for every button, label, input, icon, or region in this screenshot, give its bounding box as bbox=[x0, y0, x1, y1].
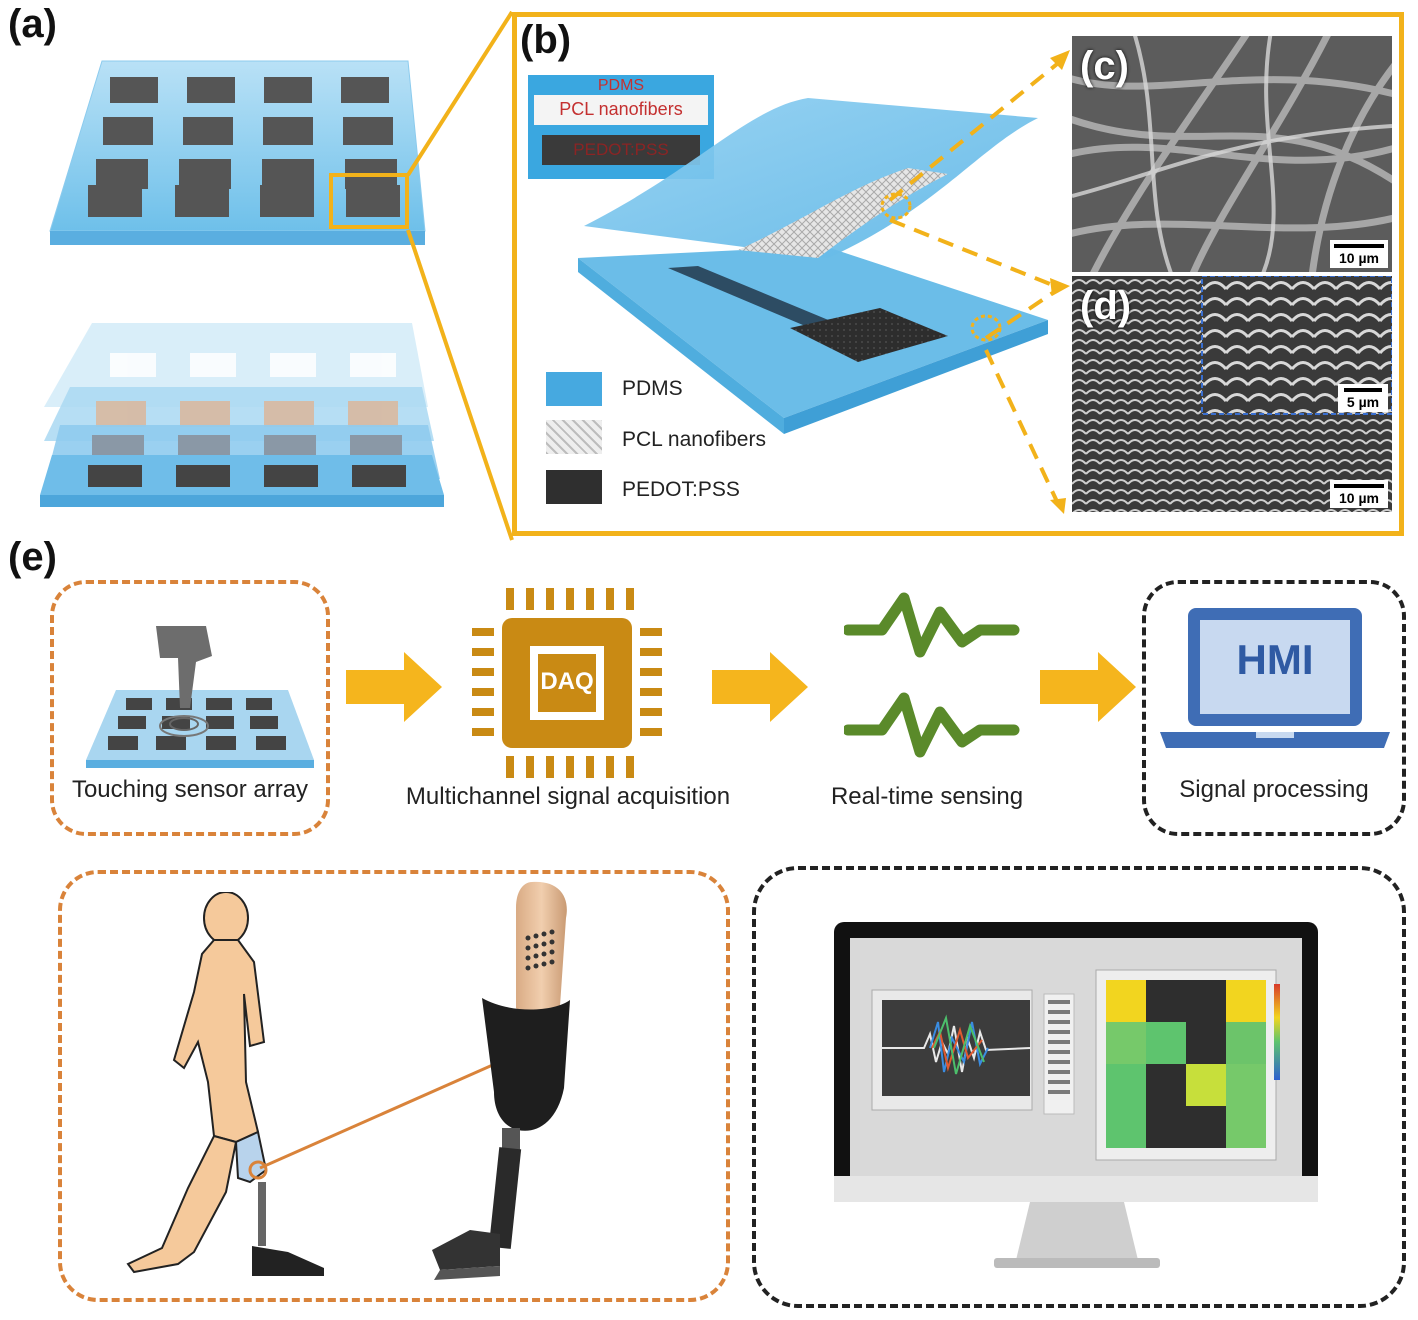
legend-pcl-swatch bbox=[546, 420, 602, 454]
panel-label-b: (b) bbox=[520, 18, 572, 62]
layer-stack-inset: PDMS PCL nanofibers PEDOT:PSS bbox=[528, 75, 714, 179]
sensor-array-top-view bbox=[49, 60, 426, 245]
legend-pcl-label: PCL nanofibers bbox=[622, 428, 766, 451]
legend-pedot-label: PEDOT:PSS bbox=[622, 478, 740, 501]
hand-icon bbox=[156, 626, 212, 737]
panel-b-frame bbox=[512, 12, 1404, 536]
inset-pedot-label: PEDOT:PSS bbox=[573, 140, 669, 159]
prosthetic-socket-icon bbox=[234, 1130, 324, 1276]
legend-pedot-swatch bbox=[546, 470, 602, 504]
sensor-device-3d bbox=[578, 98, 1048, 434]
panel-label-d: (d) bbox=[1080, 284, 1132, 328]
scale-bar-c: 10 µm bbox=[1330, 240, 1388, 268]
inset-pdms-label: PDMS bbox=[597, 77, 645, 94]
inset-pedot-layer: PEDOT:PSS bbox=[542, 135, 700, 165]
walking-person-illustration bbox=[126, 892, 324, 1276]
sensing-caption: Real-time sensing bbox=[830, 783, 1024, 810]
scale-bar-d-inset: 5 µm bbox=[1338, 384, 1388, 412]
panel-label-a: (a) bbox=[8, 2, 57, 46]
flow-arrow-3 bbox=[1040, 652, 1136, 722]
daq-chip-icon bbox=[472, 588, 662, 778]
zoom-connector bbox=[406, 10, 514, 541]
sensor-array-exploded-view bbox=[40, 323, 444, 507]
hmi-box bbox=[1142, 580, 1406, 836]
hmi-screen-label: HMI bbox=[1236, 636, 1314, 683]
monitor-display-box bbox=[752, 866, 1406, 1308]
daq-chip-label: DAQ bbox=[540, 668, 594, 695]
prosthetic-leg-illustration bbox=[432, 881, 570, 1280]
legend-pdms-label: PDMS bbox=[622, 377, 683, 400]
sensor-array-box bbox=[50, 580, 330, 836]
laptop-icon bbox=[1160, 608, 1390, 748]
scale-bar-d-inset-label: 5 µm bbox=[1346, 394, 1380, 410]
realtime-waveform-icon bbox=[844, 592, 1020, 758]
electrode-grid bbox=[88, 77, 400, 217]
inset-pcl-layer: PCL nanofibers bbox=[534, 95, 708, 125]
sensor-array-caption: Touching sensor array bbox=[71, 776, 309, 803]
flow-arrow-1 bbox=[346, 652, 442, 722]
sem-image-c bbox=[1072, 36, 1392, 272]
sem-dashed-arrows bbox=[888, 50, 1070, 514]
daq-caption: Multichannel signal acquisition bbox=[405, 783, 731, 810]
touching-sensor-illustration bbox=[86, 626, 314, 768]
desktop-monitor bbox=[834, 922, 1318, 1268]
scale-bar-c-label: 10 µm bbox=[1339, 250, 1379, 266]
flow-arrow-2 bbox=[712, 652, 808, 722]
panel-label-e: (e) bbox=[8, 535, 57, 579]
inset-pcl-label: PCL nanofibers bbox=[559, 99, 683, 119]
legend-pdms-swatch bbox=[546, 372, 602, 406]
panel-label-c: (c) bbox=[1080, 44, 1129, 88]
prosthetic-application-box bbox=[58, 870, 730, 1302]
scale-bar-d: 10 µm bbox=[1330, 480, 1388, 508]
scale-bar-d-label: 10 µm bbox=[1339, 490, 1379, 506]
hmi-caption: Signal processing bbox=[1179, 776, 1369, 803]
zoom-highlight-box bbox=[329, 173, 409, 229]
